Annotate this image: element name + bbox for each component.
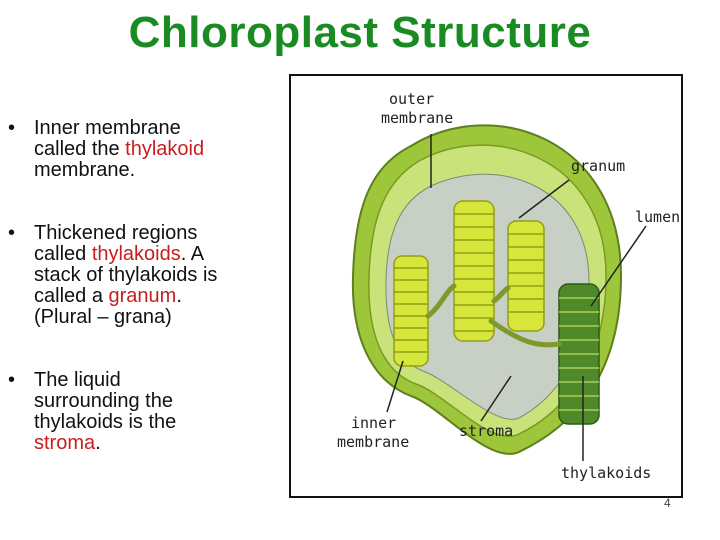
label-outer-line2: membrane [381, 109, 453, 127]
bullet-dot: • [8, 369, 16, 391]
bullet-text: called [34, 243, 92, 265]
granum-stack-2 [453, 200, 495, 342]
bullet-text: The liquid [34, 369, 121, 391]
bullet-text: Thickened regions [34, 222, 198, 244]
bullet-line: stack of thylakoids is [34, 265, 298, 286]
bullet-text: Inner membrane [34, 117, 181, 139]
highlight-term: stroma [34, 432, 96, 454]
page-number: 4 [664, 496, 671, 510]
label-lumen: lumen [635, 208, 680, 226]
stroma-leader [480, 375, 512, 422]
label-outer-line1: outer [389, 90, 434, 108]
stroma-lamellae [425, 283, 562, 348]
bullet-line: called a granum. [34, 286, 298, 307]
label-inner-line2: membrane [337, 433, 409, 451]
bullet-line: called the thylakoid [34, 139, 298, 160]
bullet-line: The liquid [34, 370, 298, 391]
bullet-line: membrane. [34, 160, 298, 181]
chloroplast-illustration: outer membrane granum lumen inner membra… [337, 90, 680, 482]
bullet-text: . [95, 432, 101, 454]
highlight-term: granum [108, 285, 177, 307]
highlight-term: thylakoid [125, 138, 205, 160]
bullet-line: stroma. [34, 433, 298, 454]
label-inner-line1: inner [351, 414, 396, 432]
chloroplast-diagram: outer membrane granum lumen inner membra… [289, 74, 683, 498]
bullet-text: called a [34, 285, 109, 307]
highlight-term: thylakoids [91, 243, 181, 265]
bullet-dot: • [8, 222, 16, 244]
bullet-line: thylakoids is the [34, 412, 298, 433]
bullet-text: stack of thylakoids is [34, 264, 218, 286]
granum-stack-1 [393, 255, 429, 367]
bullet-line: Thickened regions [34, 223, 298, 244]
bullet-line: called thylakoids. A [34, 244, 298, 265]
bullet-text: membrane. [34, 159, 136, 181]
bullet-line: Inner membrane [34, 118, 298, 139]
granum-stack-cut [558, 283, 600, 425]
bullet-text: . A [180, 243, 205, 265]
granum-stack-3 [507, 220, 545, 332]
bullet-text: . [176, 285, 182, 307]
label-thylakoids: thylakoids [561, 464, 651, 482]
bullet-text: (Plural – grana) [34, 306, 172, 328]
bullet-line: surrounding the [34, 391, 298, 412]
bullet-dot: • [8, 117, 16, 139]
bullet-text: thylakoids is the [34, 411, 177, 433]
bullet-text: called the [34, 138, 126, 160]
inner-membrane-leader [386, 360, 404, 413]
granum-leader [518, 179, 570, 219]
label-granum: granum [571, 157, 625, 175]
bullet-line: (Plural – grana) [34, 307, 298, 328]
slide-title: Chloroplast Structure [128, 8, 592, 57]
bullet-text: surrounding the [34, 390, 173, 412]
lumen-leader [590, 225, 647, 307]
label-stroma: stroma [459, 422, 513, 440]
